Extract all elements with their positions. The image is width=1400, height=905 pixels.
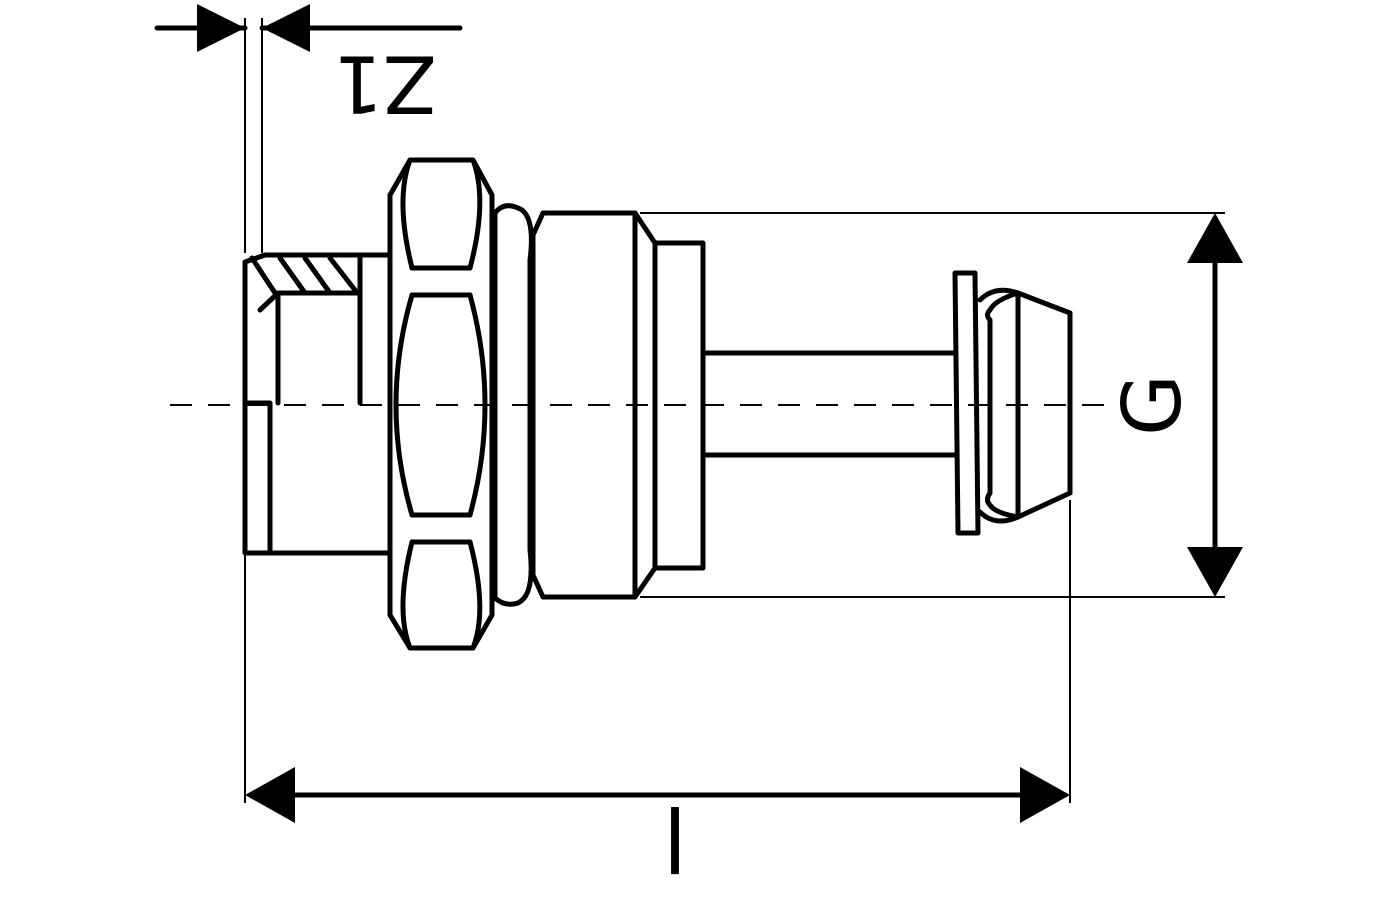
- z1-arrow-left: [197, 4, 245, 52]
- g-arrow-bottom: [1187, 547, 1243, 597]
- l-arrow-right: [1020, 767, 1070, 823]
- hatch-pattern: [249, 255, 358, 313]
- l-arrow-left: [245, 767, 295, 823]
- washer-plug: [952, 270, 1073, 536]
- hex-nut: [387, 157, 495, 651]
- z1-label: Z1: [333, 38, 436, 128]
- stem: [702, 350, 958, 458]
- g-dimension: G: [640, 212, 1243, 598]
- l-dimension: l: [244, 500, 1071, 895]
- l-label: l: [663, 792, 687, 895]
- o-ring: [492, 203, 534, 607]
- left-socket: [242, 252, 393, 556]
- body-collar: [530, 210, 706, 600]
- g-label: G: [1106, 374, 1199, 436]
- z1-arrow-right: [262, 4, 310, 52]
- z1-dimension: Z1: [154, 4, 463, 253]
- g-arrow-top: [1187, 213, 1243, 263]
